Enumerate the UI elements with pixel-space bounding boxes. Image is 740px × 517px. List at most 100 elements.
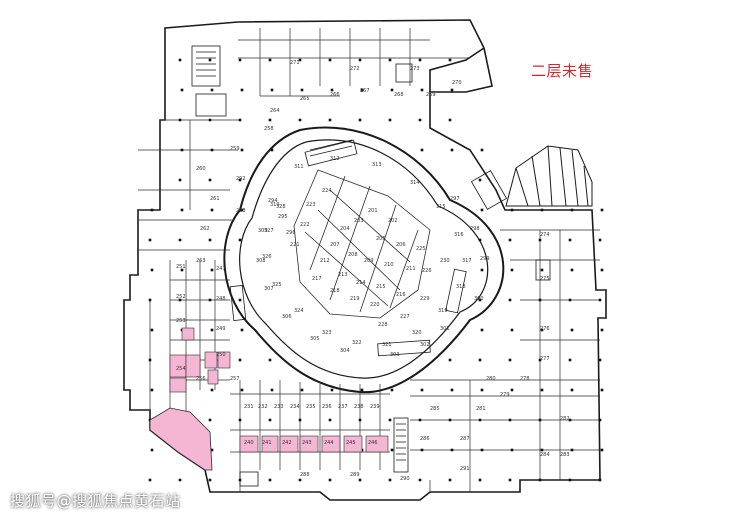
unit-number: 201 [368,208,378,214]
column [270,88,274,92]
column [420,448,424,452]
unit-number: 271 [290,60,300,66]
unit-number: 284 [540,452,550,458]
unsold-shop [217,351,231,369]
unit-number: 213 [338,272,348,278]
unit-number: 243 [302,440,312,446]
unit-number: 250 [216,352,226,358]
column [210,328,214,332]
column [538,478,542,482]
unit-number: 205 [376,236,386,242]
column [538,418,542,422]
unit-number: 294 [268,198,278,204]
column [540,448,544,452]
unit-number: 258 [264,126,274,132]
column [538,298,542,302]
unit-number: 304 [340,348,350,354]
column [538,238,542,242]
unit-number: 278 [520,376,530,382]
column [420,88,424,92]
unit-number: 279 [500,392,510,398]
column [328,478,332,482]
unit-number: 242 [282,440,292,446]
column [540,268,544,272]
column [210,208,214,212]
column [298,418,302,422]
structural-grid [138,28,600,492]
unit-number: 204 [340,226,350,232]
unit-number: 326 [262,254,272,260]
unit-number: 275 [540,276,550,282]
column [570,448,574,452]
column [208,118,212,122]
column [328,418,332,422]
column [508,358,512,362]
unit-number-labels: 2012022032042052062072082092102112122132… [162,60,570,482]
column [208,238,212,242]
column [178,58,182,62]
column [598,358,602,362]
unit-number: 291 [460,466,470,472]
column [268,478,272,482]
unsold-shop [321,435,341,453]
unit-number: 225 [416,246,426,252]
unsold-shop [279,435,299,453]
column [480,148,484,152]
column [598,238,602,242]
unit-number: 273 [410,66,420,72]
unit-number: 218 [330,288,340,294]
unit-number: 321 [382,342,392,348]
column [478,478,482,482]
glass-roof [505,145,593,207]
unit-number: 222 [300,222,310,228]
column [150,388,154,392]
column [240,388,244,392]
column [448,58,452,62]
column [390,388,394,392]
stair-cores [191,45,551,487]
column [420,148,424,152]
unit-number: 324 [294,308,304,314]
column [208,298,212,302]
column [180,148,184,152]
unit-number: 314 [410,180,420,186]
column [148,298,152,302]
unit-number: 224 [322,188,332,194]
column [540,328,544,332]
unit-number: 320 [412,330,422,336]
unit-number: 240 [244,440,254,446]
unit-number: 286 [420,436,430,442]
unit-number: 316 [454,232,464,238]
column [450,148,454,152]
unit-number: 251 [176,264,186,270]
unit-number: 210 [384,262,394,268]
unit-number: 261 [210,196,220,202]
column [510,268,514,272]
unit-number: 276 [540,326,550,332]
column [600,328,604,332]
unit-number: 260 [196,166,206,172]
unit-number: 230 [440,258,450,264]
column [210,388,214,392]
unit-number: 253 [176,318,186,324]
column [240,208,244,212]
unit-number: 247 [216,266,226,272]
unit-number: 209 [364,258,374,264]
column [210,268,214,272]
column [510,208,514,212]
unit-number: 317 [462,258,472,264]
unit-number: 229 [420,296,430,302]
column [148,358,152,362]
column [508,478,512,482]
unit-number: 208 [348,252,358,258]
column [480,328,484,332]
unit-number: 228 [378,322,388,328]
unit-number: 212 [320,258,330,264]
column [358,418,362,422]
unit-number: 323 [322,330,332,336]
unit-number: 310 [270,202,280,208]
unit-number: 270 [452,80,462,86]
column [450,388,454,392]
column [208,478,212,482]
unit-number: 202 [388,218,398,224]
